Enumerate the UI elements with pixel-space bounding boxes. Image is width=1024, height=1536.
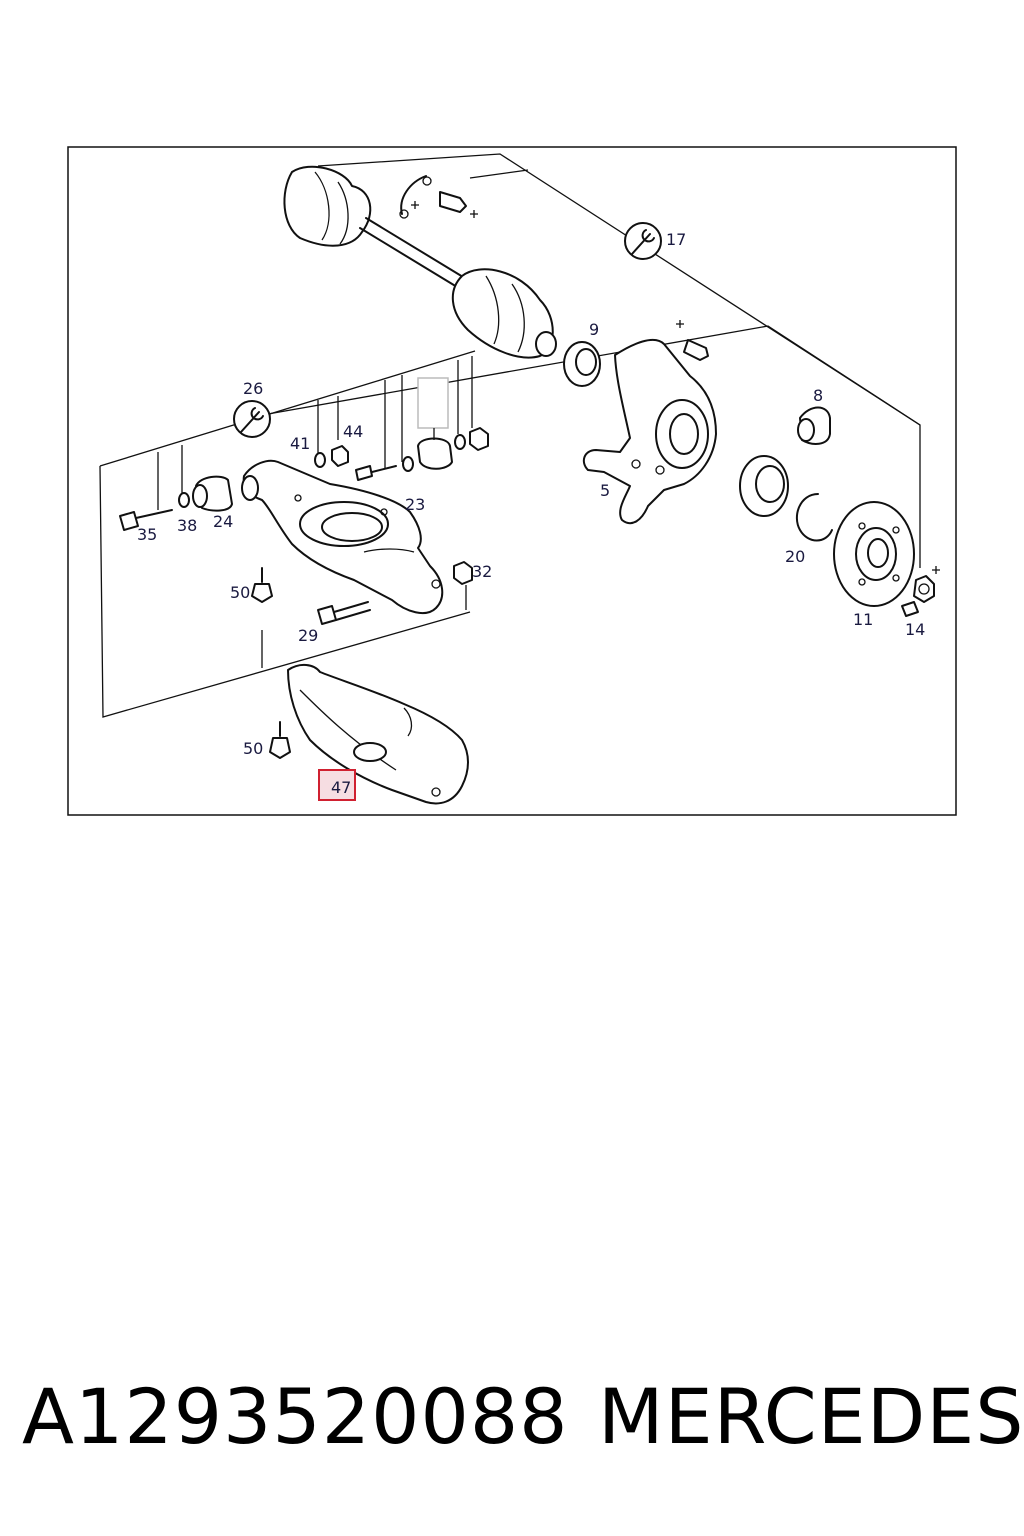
nut-32-drawing [453, 561, 473, 585]
highlight-box-47 [318, 769, 356, 801]
callout-labels: 17 9 26 8 41 44 23 5 35 38 24 20 32 50 2… [137, 230, 925, 797]
callout-17: 17 [666, 230, 686, 249]
cover-47-drawing [287, 664, 469, 805]
wrench-icon [233, 400, 271, 438]
callout-24: 24 [213, 512, 233, 531]
control-arm-drawing [241, 459, 444, 615]
bolt-29-drawing [317, 601, 371, 625]
callout-26: 26 [243, 379, 263, 398]
callout-23: 23 [405, 495, 425, 514]
callout-32: 32 [472, 562, 492, 581]
nipple-50-lower-drawing [269, 721, 291, 759]
circlip-bolt-drawing [399, 175, 478, 219]
callout-29: 29 [298, 626, 318, 645]
caption-bar: A1293520088 MERCEDES [0, 1372, 1024, 1472]
bearing-drawing [739, 455, 789, 517]
callout-44: 44 [343, 422, 363, 441]
wheel-carrier-drawing [582, 320, 717, 525]
circlip-drawing [795, 493, 833, 542]
callout-20: 20 [785, 547, 805, 566]
seal-ring-drawing [563, 341, 601, 387]
bush-24-drawing [119, 475, 233, 531]
hub-nut-drawing [901, 566, 940, 617]
callout-50-lower: 50 [243, 739, 263, 758]
hub-drawing [833, 501, 915, 607]
callout-5: 5 [600, 481, 610, 500]
callout-38: 38 [177, 516, 197, 535]
bush-drawing [797, 406, 831, 445]
nipple-50-upper-drawing [251, 567, 273, 603]
callout-8: 8 [813, 386, 823, 405]
callout-14: 14 [905, 620, 925, 639]
callout-41: 41 [290, 434, 310, 453]
drive-shaft-drawing [283, 165, 557, 359]
callout-50-upper: 50 [230, 583, 250, 602]
part-number: A1293520088 [22, 1372, 569, 1461]
wrench-icon [624, 222, 662, 260]
callout-47: 47 [331, 778, 351, 797]
callout-35: 35 [137, 525, 157, 544]
shock-absorber-drawing [314, 377, 489, 481]
callout-9: 9 [589, 320, 599, 339]
callout-11: 11 [853, 610, 873, 629]
brand-name: MERCEDES [598, 1372, 1024, 1461]
